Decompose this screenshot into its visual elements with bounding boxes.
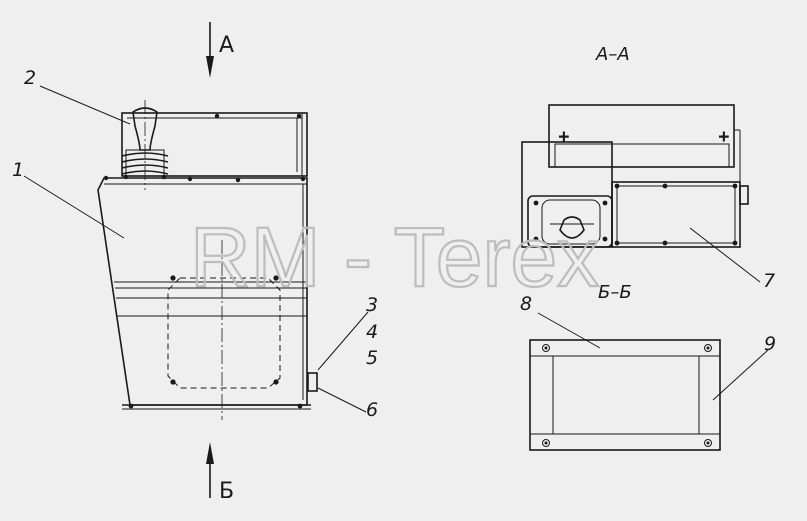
view-arrow-a: А bbox=[206, 22, 234, 78]
callout-6: 6 bbox=[366, 399, 378, 421]
section-aa-label: А–А bbox=[595, 44, 630, 65]
callout-9: 9 bbox=[764, 333, 776, 355]
callout-7: 7 bbox=[763, 270, 775, 292]
callout-2: 2 bbox=[24, 67, 36, 89]
joystick bbox=[121, 100, 169, 190]
svg-text:+: + bbox=[718, 129, 730, 145]
section-aa: А–А + + 7 bbox=[521, 44, 775, 292]
view-arrow-b: Б bbox=[206, 442, 234, 504]
main-view: А Б bbox=[12, 22, 378, 504]
view-b-label: Б bbox=[219, 479, 234, 504]
callout-3: 3 bbox=[366, 294, 378, 316]
callout-1: 1 bbox=[12, 159, 24, 181]
watermark-text: RM - Terex bbox=[190, 210, 599, 304]
cabinet-body bbox=[97, 175, 318, 420]
callout-4: 4 bbox=[366, 321, 378, 343]
main-view-callouts: 2 1 3 4 5 6 bbox=[12, 67, 378, 421]
callout-8: 8 bbox=[520, 293, 532, 315]
callout-5: 5 bbox=[366, 347, 378, 369]
top-frame bbox=[121, 112, 308, 177]
view-a-label: А bbox=[219, 33, 234, 58]
section-bb-label: Б–Б bbox=[598, 282, 632, 303]
section-bb: Б–Б 8 9 bbox=[520, 282, 776, 451]
